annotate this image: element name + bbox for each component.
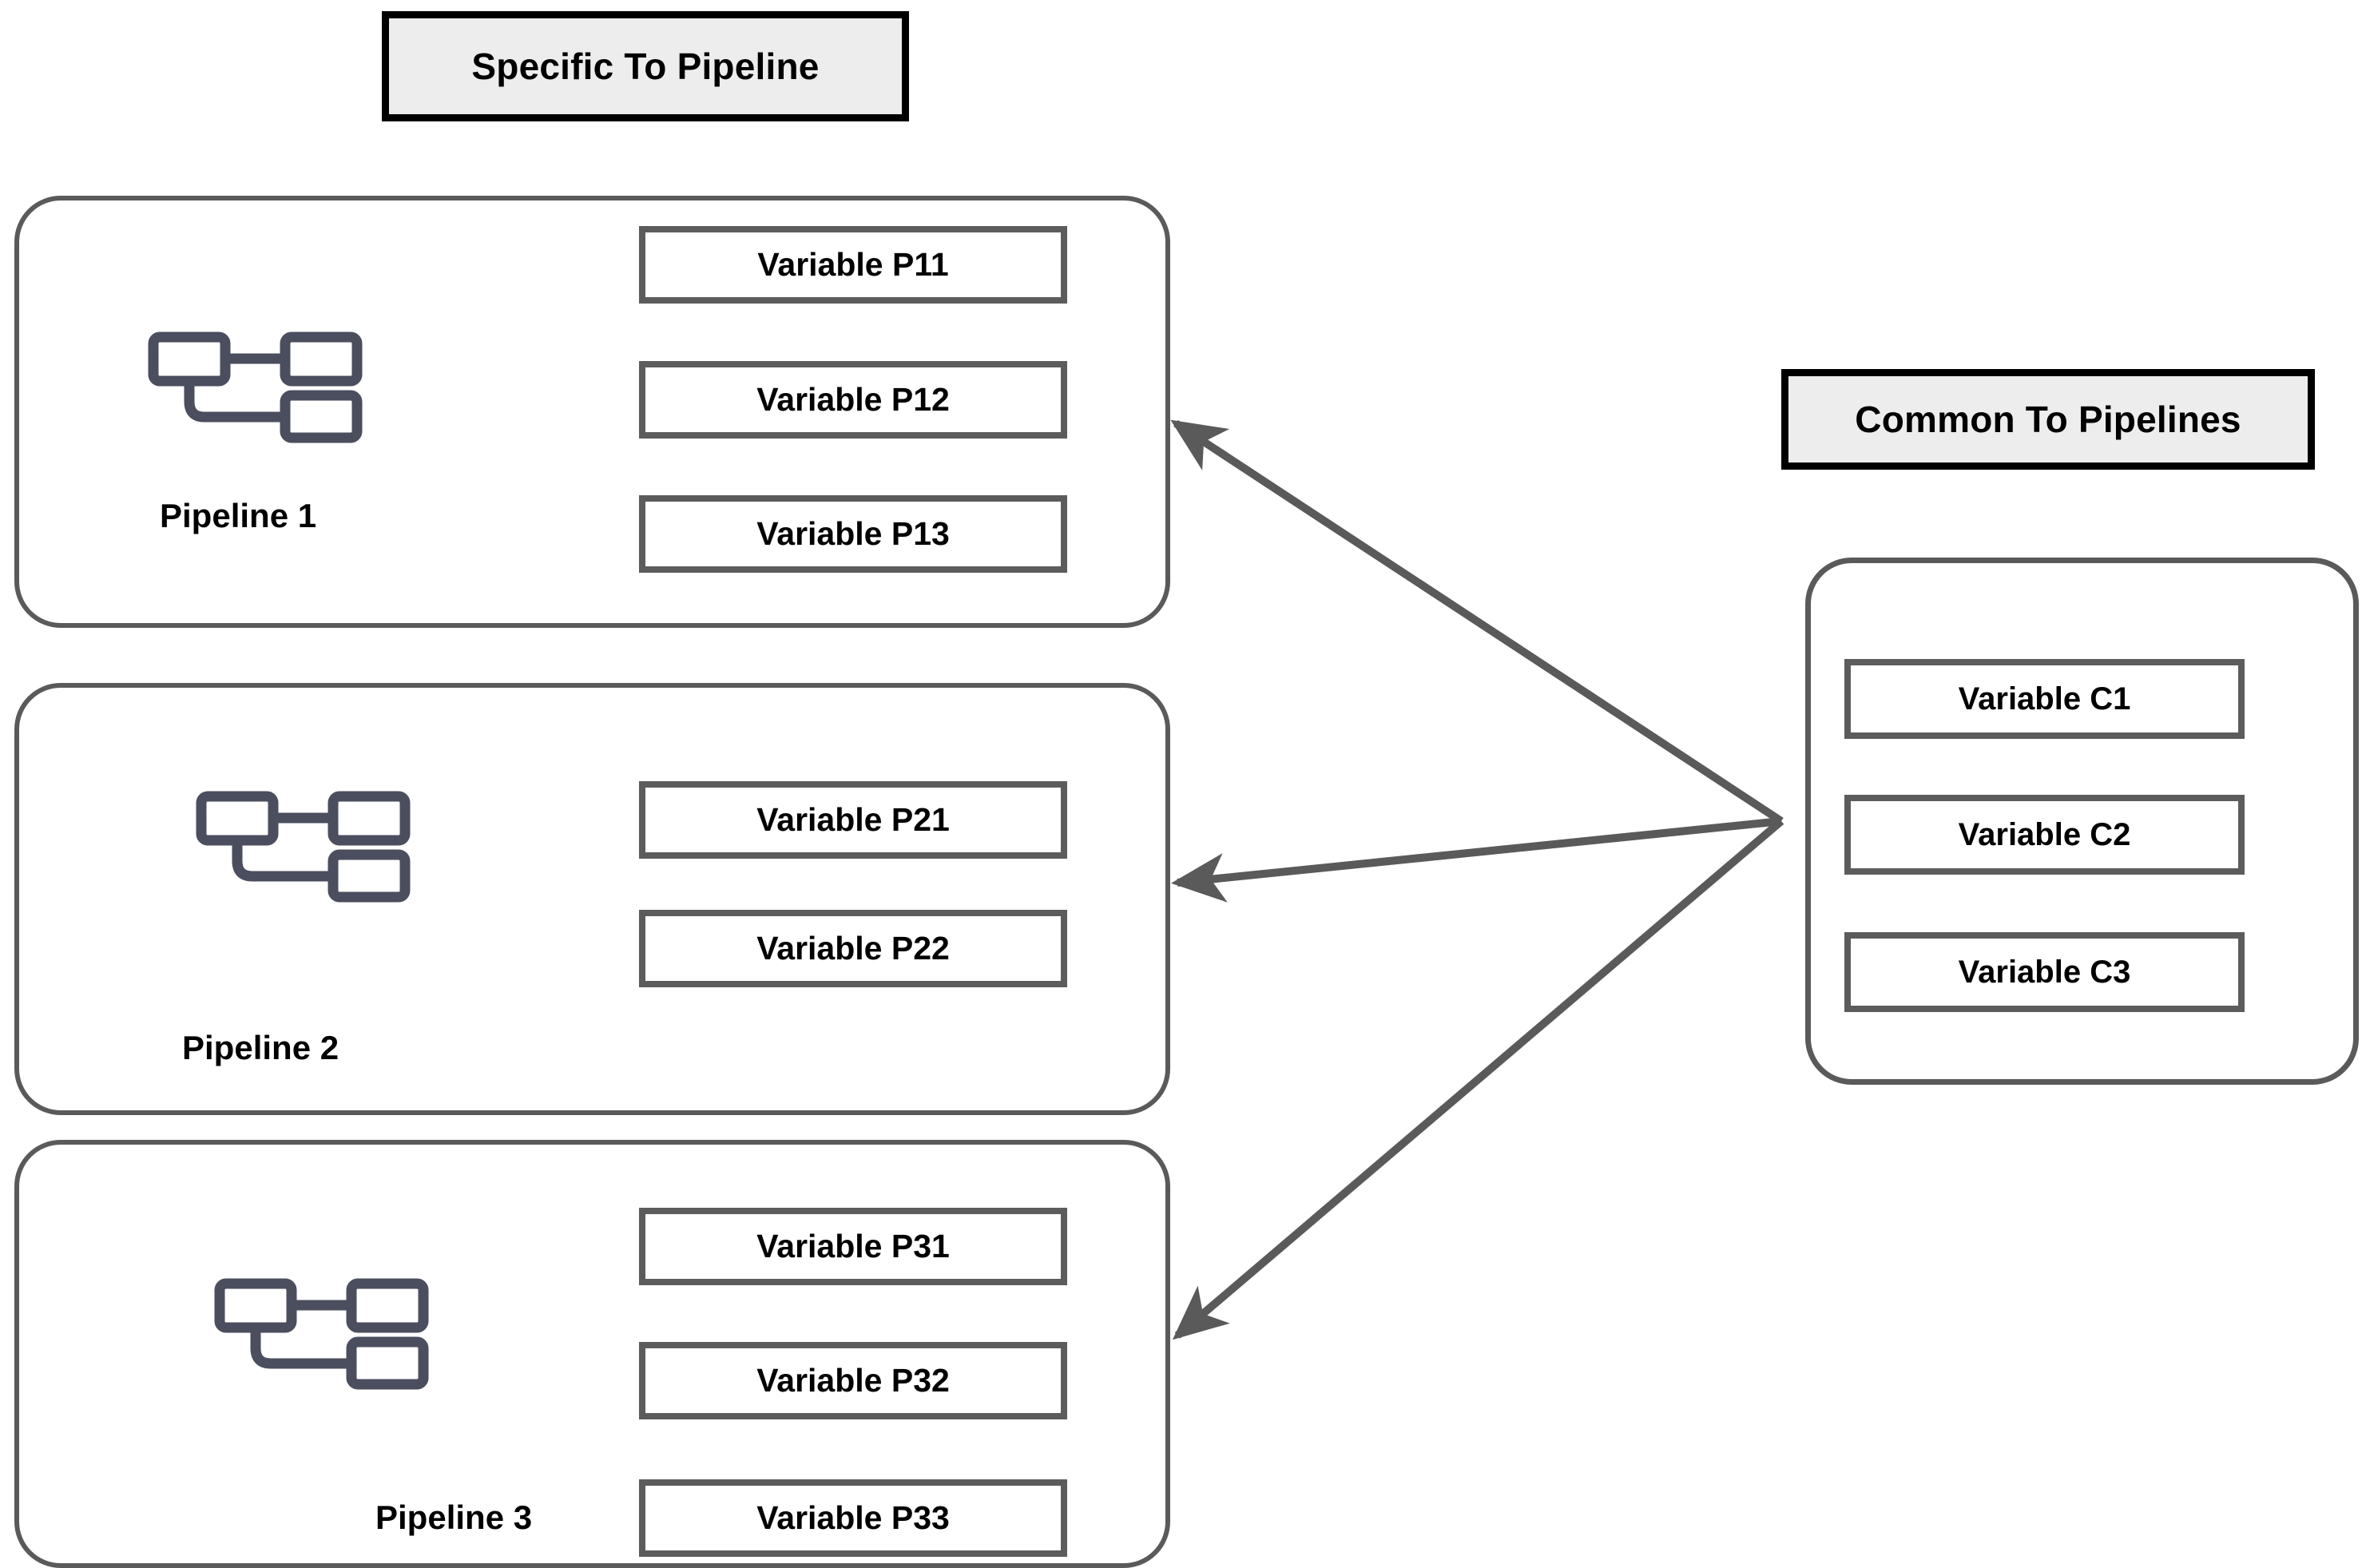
pipeline-label-2: Pipeline 2 (182, 1029, 339, 1066)
pipeline-label-3: Pipeline 3 (375, 1499, 533, 1536)
variable-box-p32[interactable]: Variable P32 (639, 1342, 1067, 1419)
variable-label-p31: Variable P31 (756, 1228, 950, 1264)
variable-box-c3[interactable]: Variable C3 (1844, 932, 2245, 1012)
variable-box-p33[interactable]: Variable P33 (639, 1479, 1067, 1557)
section-title-specific-label: Specific To Pipeline (471, 46, 820, 87)
variable-label-p33: Variable P33 (756, 1499, 950, 1536)
variable-box-c1[interactable]: Variable C1 (1844, 659, 2245, 739)
pipeline-sitemap-icon-1 (148, 331, 363, 443)
variable-box-p21[interactable]: Variable P21 (639, 781, 1067, 859)
variable-box-p12[interactable]: Variable P12 (639, 361, 1067, 439)
variable-box-p13[interactable]: Variable P13 (639, 495, 1067, 573)
section-title-specific-to-pipeline: Specific To Pipeline (382, 11, 909, 121)
arrow-common-to-pipeline-1 (1170, 419, 1784, 825)
variable-label-p12: Variable P12 (756, 381, 950, 418)
variable-box-p22[interactable]: Variable P22 (639, 910, 1067, 987)
pipeline-label-1: Pipeline 1 (160, 497, 317, 534)
pipeline-sitemap-icon-3 (214, 1278, 429, 1390)
arrow-common-to-pipeline-2 (1171, 817, 1782, 903)
variable-box-p11[interactable]: Variable P11 (639, 226, 1067, 304)
pipeline-sitemap-icon-2 (196, 791, 411, 903)
arrow-common-to-pipeline-3 (1172, 818, 1784, 1340)
variable-label-p13: Variable P13 (756, 515, 950, 552)
variable-label-c3: Variable C3 (1958, 954, 2131, 990)
variable-label-p11: Variable P11 (757, 246, 949, 283)
variable-label-p32: Variable P32 (756, 1362, 950, 1399)
variable-label-p22: Variable P22 (756, 930, 950, 967)
variable-label-c2: Variable C2 (1958, 816, 2131, 852)
variable-box-c2[interactable]: Variable C2 (1844, 795, 2245, 875)
pipeline-panel-2[interactable] (14, 683, 1170, 1115)
section-title-common-to-pipelines: Common To Pipelines (1781, 369, 2315, 470)
variable-label-p21: Variable P21 (756, 801, 950, 838)
variable-box-p31[interactable]: Variable P31 (639, 1208, 1067, 1285)
variable-label-c1: Variable C1 (1958, 681, 2131, 717)
section-title-common-label: Common To Pipelines (1855, 399, 2241, 440)
